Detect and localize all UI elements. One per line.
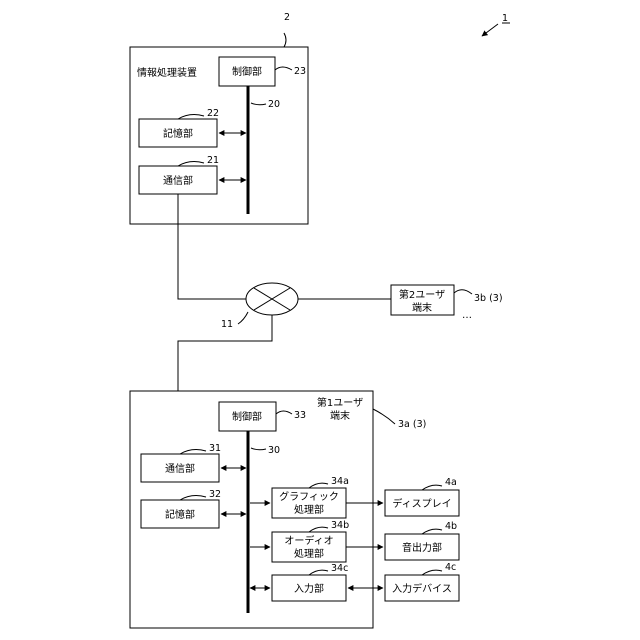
- network: 11: [178, 194, 391, 405]
- input-device-label: 入力デバイス: [392, 582, 452, 595]
- server-comm-label: 通信部: [163, 174, 193, 187]
- system-ref-arrow: [482, 24, 498, 36]
- more-terminals-ellipsis: …: [462, 310, 472, 321]
- first-terminal: 第1ユーザ 端末 3a (3) 30 制御部 33 通信部 31 記憶部 32 …: [130, 391, 426, 628]
- system-reference: 1: [482, 13, 510, 36]
- sound-output-ref: 4b: [445, 521, 457, 532]
- second-terminal-label-2: 端末: [412, 301, 432, 314]
- display-leader: [422, 485, 442, 490]
- terminal-bus-ref: 30: [268, 445, 280, 456]
- server-title: 情報処理装置: [137, 66, 197, 79]
- graphics-ref: 34a: [331, 476, 349, 487]
- terminal-control-ref: 33: [294, 410, 306, 421]
- sound-output-label: 音出力部: [402, 541, 442, 554]
- audio-processor-label-2: 処理部: [294, 547, 324, 560]
- second-terminal-leader: [454, 290, 472, 294]
- display-label: ディスプレイ: [392, 497, 451, 510]
- first-terminal-ref: 3a (3): [398, 419, 426, 430]
- server-device: 情報処理装置 2 20 制御部 23 記憶部 22 通信部 21: [130, 12, 308, 224]
- audio-processor-label-1: オーディオ: [284, 534, 333, 547]
- terminal-storage-label: 記憶部: [165, 508, 195, 521]
- graphics-processor-label-1: グラフィック: [279, 490, 339, 503]
- input-device-ref: 4c: [445, 562, 456, 573]
- graphics-processor-label-2: 処理部: [294, 503, 324, 516]
- server-comm-ref: 21: [207, 155, 219, 166]
- second-terminal-label-1: 第2ユーザ: [399, 288, 445, 301]
- input-ref: 34c: [331, 563, 348, 574]
- server-storage-ref: 22: [207, 108, 219, 119]
- server-control-ref: 23: [294, 66, 306, 77]
- second-terminal: 第2ユーザ 端末 3b (3) …: [391, 285, 503, 321]
- network-ref: 11: [221, 319, 233, 330]
- terminal-control-label: 制御部: [232, 410, 262, 423]
- display-ref: 4a: [445, 477, 457, 488]
- terminal-comm-label: 通信部: [165, 462, 195, 475]
- first-terminal-label-1: 第1ユーザ: [317, 396, 363, 409]
- second-terminal-ref: 3b (3): [474, 293, 503, 304]
- network-leader: [238, 312, 248, 324]
- terminal-storage-ref: 32: [209, 489, 221, 500]
- server-bus-ref: 20: [268, 99, 280, 110]
- terminal-comm-ref: 31: [209, 443, 221, 454]
- input-unit-label: 入力部: [294, 582, 324, 595]
- first-terminal-label-2: 端末: [330, 409, 350, 422]
- sound-output-leader: [422, 529, 442, 534]
- server-leader: [284, 33, 286, 47]
- audio-ref: 34b: [331, 520, 349, 531]
- first-terminal-leader: [373, 409, 395, 424]
- system-ref-label: 1: [502, 13, 508, 24]
- server-ref: 2: [284, 12, 290, 23]
- input-device-leader: [422, 570, 442, 575]
- server-storage-label: 記憶部: [163, 127, 193, 140]
- server-control-label: 制御部: [232, 65, 262, 78]
